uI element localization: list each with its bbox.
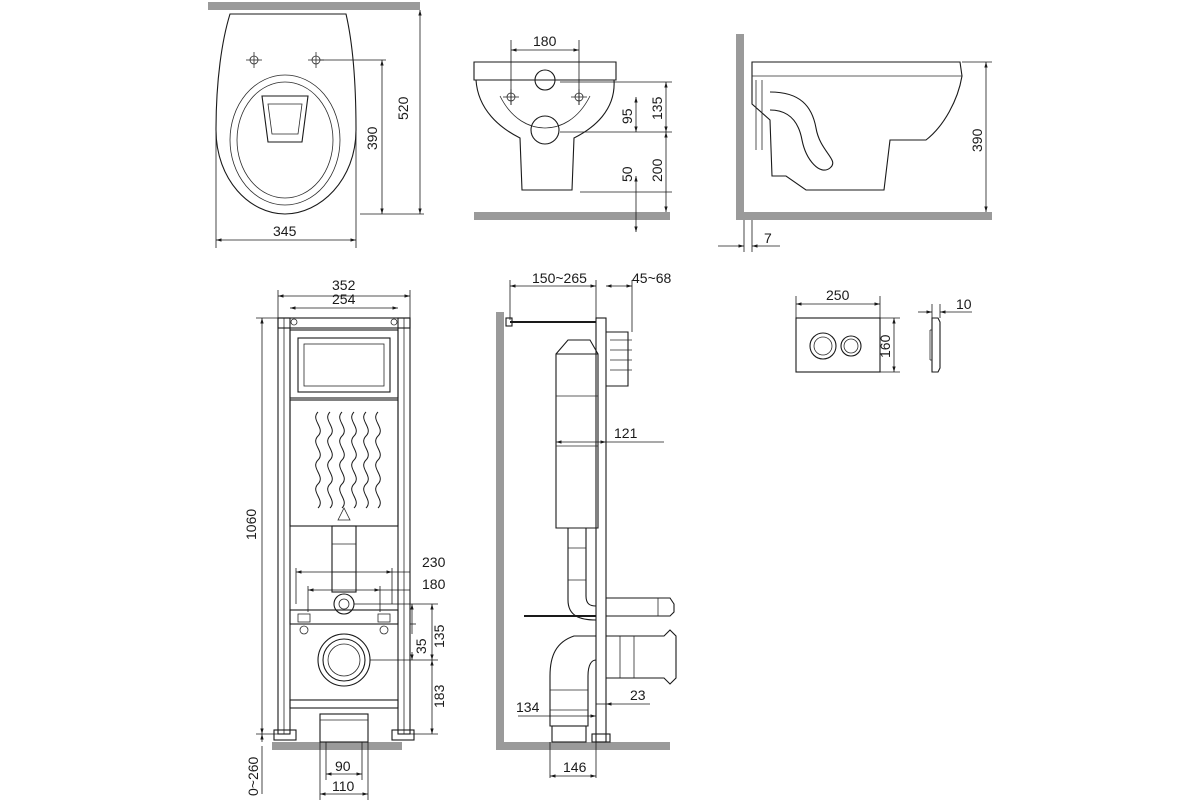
dim-0-260: 0~260 [245, 756, 261, 796]
bowl-front-view: 180 135 200 95 50 [473, 33, 672, 232]
frame-side-view: 150~265 45~68 121 134 23 146 [496, 270, 677, 778]
dim-121: 121 [614, 425, 638, 441]
flush-plate-view: 250 160 10 [795, 287, 972, 373]
dim-200: 200 [649, 158, 665, 182]
dim-254: 254 [332, 291, 356, 307]
dim-180-frame: 180 [422, 576, 446, 592]
bowl-side-view: 390 7 [718, 34, 992, 252]
dim-146: 146 [563, 759, 587, 775]
dim-390-side: 390 [969, 128, 985, 152]
dim-50: 50 [619, 166, 635, 182]
dim-45-68: 45~68 [632, 270, 672, 286]
dim-10: 10 [956, 296, 972, 312]
dim-7: 7 [764, 230, 772, 246]
wave-pattern [315, 411, 381, 509]
dim-23: 23 [630, 687, 646, 703]
dim-135: 135 [649, 96, 665, 120]
dim-150-265: 150~265 [532, 270, 587, 286]
dim-183: 183 [431, 684, 447, 708]
dim-345: 345 [273, 223, 297, 239]
dim-352: 352 [332, 277, 356, 293]
dim-230: 230 [422, 554, 446, 570]
dim-35: 35 [413, 638, 429, 654]
dim-250: 250 [826, 287, 850, 303]
dim-390: 390 [364, 126, 380, 150]
frame-front-view: 352 254 1060 230 180 135 35 183 0~260 [243, 277, 447, 800]
dim-95: 95 [619, 108, 635, 124]
dim-180: 180 [533, 33, 557, 49]
dim-90: 90 [335, 758, 351, 774]
dim-1060: 1060 [243, 509, 259, 540]
bowl-top-view: 345 520 390 [208, 2, 424, 248]
dim-135-frame: 135 [431, 624, 447, 648]
dim-110: 110 [332, 778, 355, 794]
dim-160: 160 [877, 334, 893, 358]
dim-520: 520 [395, 96, 411, 120]
dim-134: 134 [516, 699, 540, 715]
